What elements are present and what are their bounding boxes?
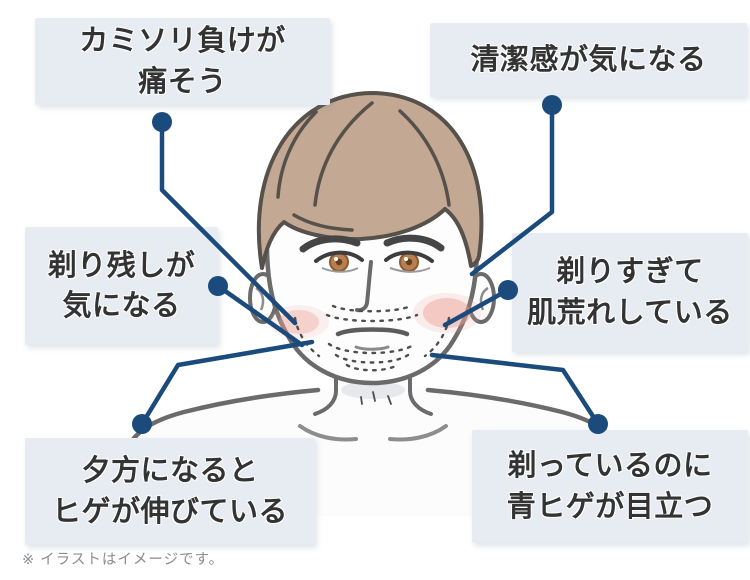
callout-line: カミソリ負けが (79, 25, 286, 58)
callout-over-shaved-rough-skin: 剃りすぎて 肌荒れしている (512, 233, 748, 352)
callout-line: 痛そう (138, 65, 227, 98)
eyebrow-left (299, 235, 361, 253)
callout-razor-burn: カミソリ負けが 痛そう (35, 18, 330, 105)
callout-line: 肌荒れしている (527, 296, 733, 329)
eyebrows (299, 234, 445, 253)
callout-missed-stubble: 剃り残しが 気になる (25, 227, 218, 345)
callout-line: ヒゲが伸びている (51, 495, 288, 528)
callout-line: 気になる (62, 290, 181, 322)
mouth (335, 327, 410, 351)
collarbone-right (388, 424, 448, 442)
eye-right (384, 250, 434, 273)
eye-left (314, 250, 364, 273)
eyebrow-right (383, 234, 445, 252)
callout-evening-stubble: 夕方になると ヒゲが伸びている (25, 438, 315, 545)
callout-line: 剃り残しが (47, 249, 196, 282)
callout-line: 夕方になると (81, 455, 259, 488)
callout-line: 青ヒゲが目立つ (506, 490, 714, 523)
stray-hairs (360, 391, 392, 405)
callout-line: 剃りすぎて (556, 256, 704, 289)
illustration-disclaimer: ※ イラストはイメージです。 (22, 552, 225, 568)
callout-cleanliness: 清潔感が気になる (430, 23, 747, 97)
callout-line: 剃っているのに (507, 450, 713, 483)
callout-line: 清潔感が気になる (470, 43, 707, 76)
collarbone-left (298, 424, 358, 442)
callout-blue-beard: 剃っているのに 青ヒゲが目立つ (472, 430, 748, 543)
stubble (293, 304, 451, 372)
